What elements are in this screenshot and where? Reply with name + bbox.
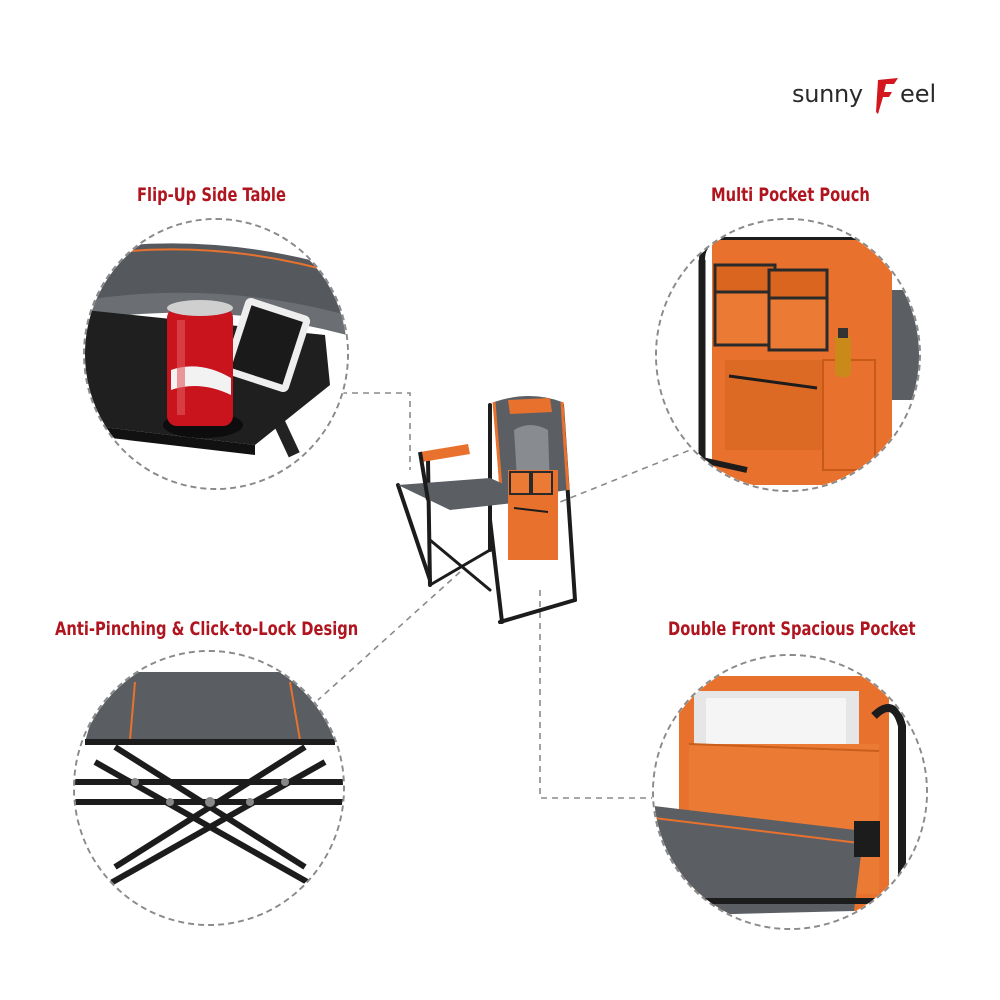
brand-logo: sunny eel	[792, 72, 942, 118]
detail-circle-front-pocket	[652, 654, 928, 930]
bottle-icon	[835, 335, 851, 377]
brand-name-suffix: eel	[900, 80, 937, 108]
brand-f-mark-icon	[876, 78, 898, 114]
folding-frame-illustration	[75, 652, 343, 924]
detail-circle-click-lock	[73, 650, 345, 926]
feature-title-pocket-pouch: Multi Pocket Pouch	[711, 184, 870, 206]
front-pocket-illustration	[654, 656, 926, 928]
feature-title-side-table: Flip-Up Side Table	[137, 184, 286, 206]
feature-title-click-lock: Anti-Pinching & Click-to-Lock Design	[55, 618, 359, 640]
pocket-pouch-illustration	[657, 220, 919, 490]
detail-circle-side-table	[83, 218, 349, 490]
feature-title-front-pocket: Double Front Spacious Pocket	[668, 618, 916, 640]
detail-circle-pocket-pouch	[655, 218, 921, 492]
side-table-illustration	[85, 220, 347, 488]
director-chair-image	[396, 396, 577, 624]
brand-name-prefix: sunny	[792, 80, 863, 108]
